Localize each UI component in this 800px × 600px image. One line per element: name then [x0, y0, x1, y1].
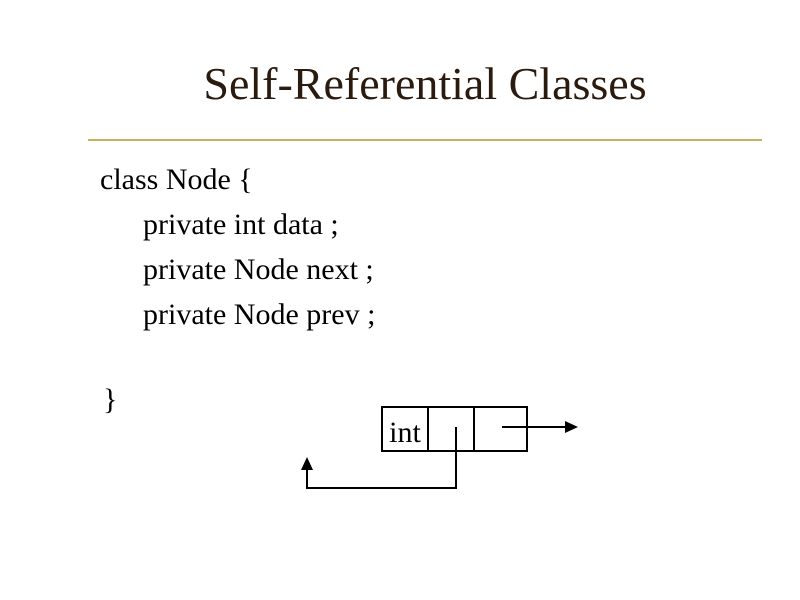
next-arrowhead-right-icon — [565, 421, 578, 433]
node-cell-prev — [475, 408, 526, 450]
node-cell-data: int — [383, 408, 429, 450]
node-cell-next — [429, 408, 475, 450]
slide-title: Self-Referential Classes — [203, 58, 647, 109]
code-closing-brace: } — [103, 383, 118, 416]
prev-arrowhead-up-icon — [301, 457, 313, 470]
node-cell-data-label: int — [389, 416, 421, 449]
code-line-next-member: private Node next ; — [143, 253, 374, 286]
node-struct-box: int — [381, 406, 528, 452]
code-block: class Node { private int data ; private … — [100, 157, 375, 337]
code-line-class-declaration: class Node { — [100, 163, 253, 196]
code-line-prev-member: private Node prev ; — [143, 298, 376, 331]
title-underline-rule — [88, 139, 762, 141]
code-line-data-member: private int data ; — [143, 208, 339, 241]
